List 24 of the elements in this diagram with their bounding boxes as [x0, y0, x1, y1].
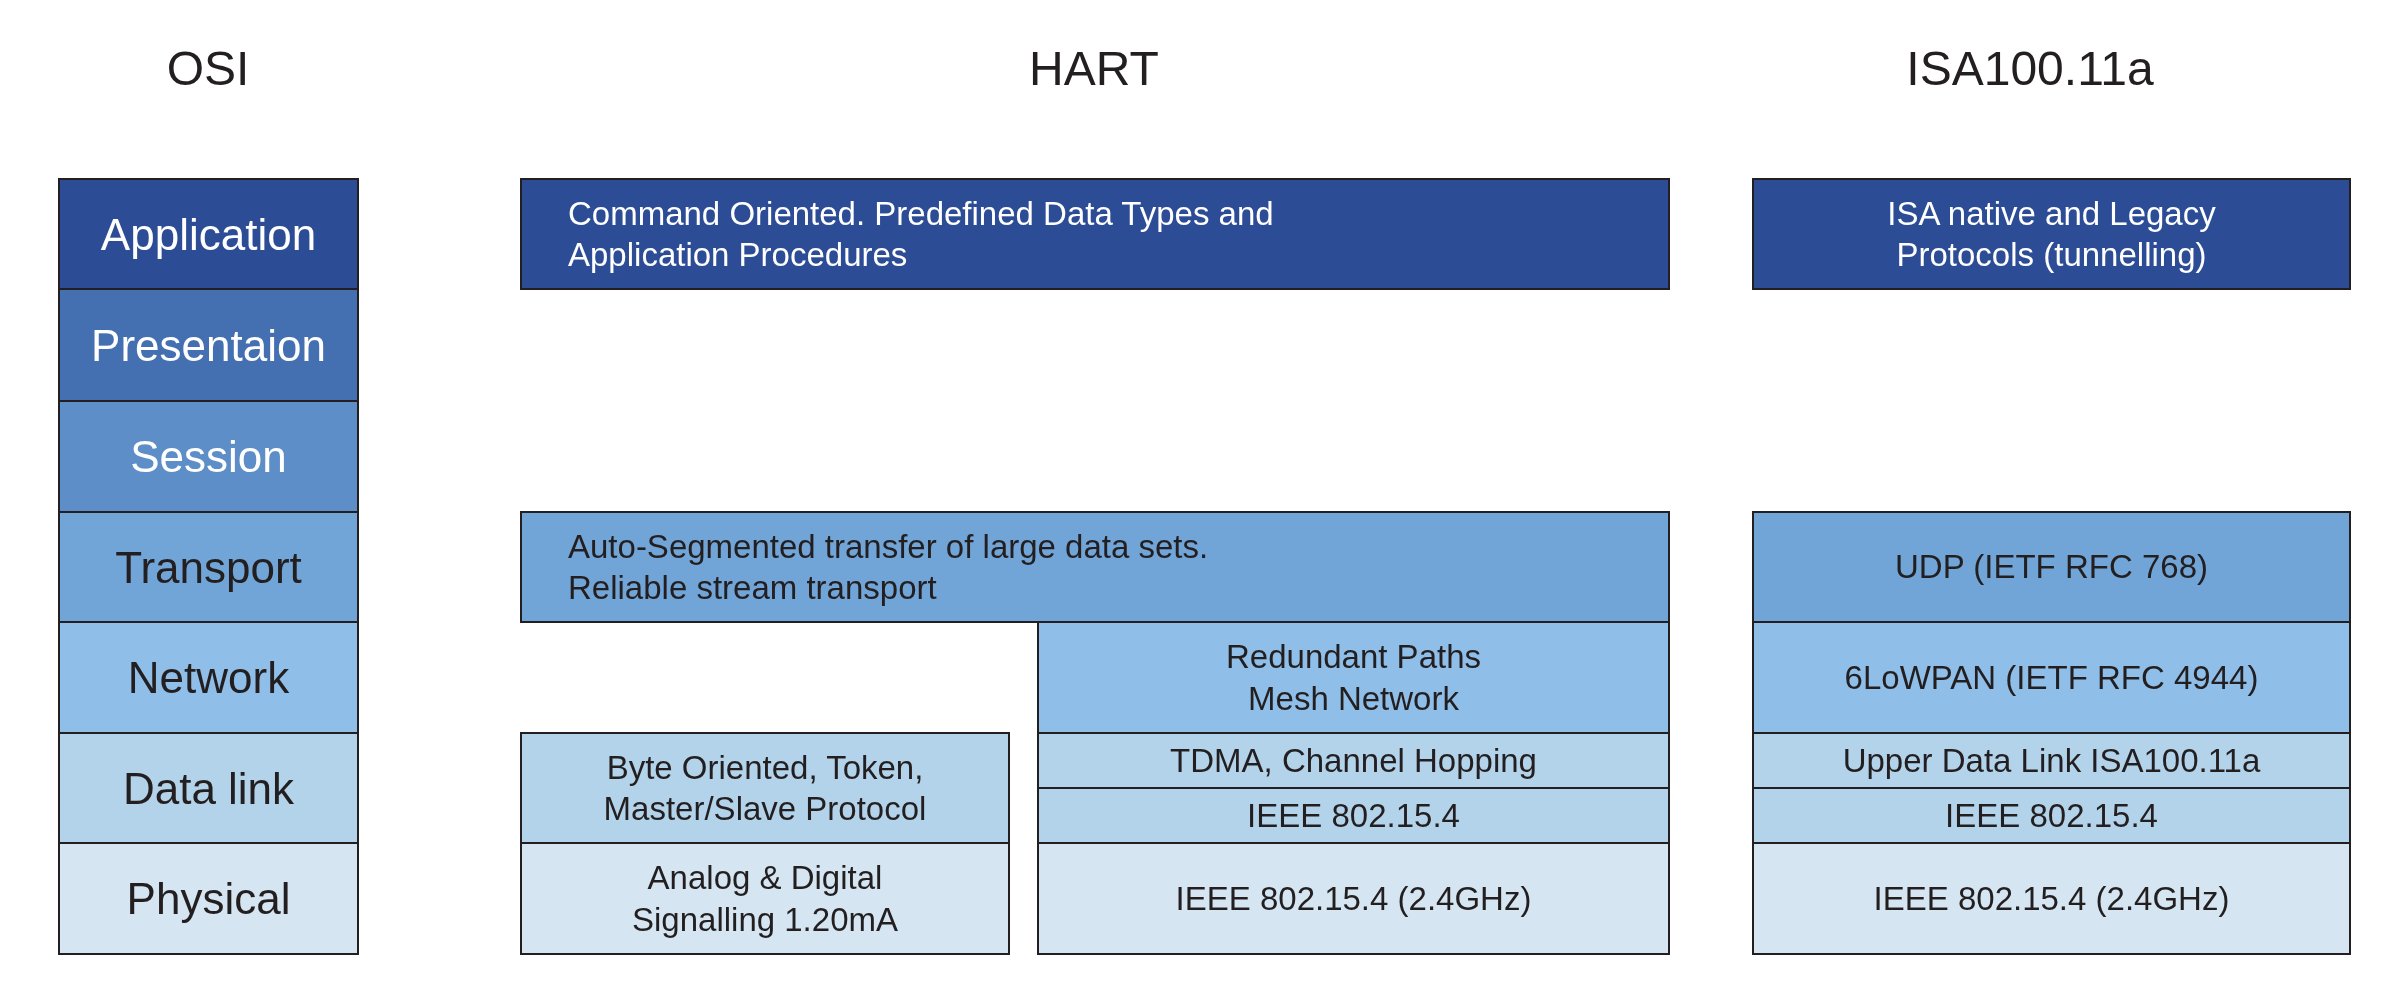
protocol-layer-box: TDMA, Channel Hopping: [1037, 732, 1670, 789]
protocol-layer-box: ISA native and Legacy Protocols (tunnelling): [1752, 178, 2351, 290]
protocol-layer-box: Byte Oriented, Token, Master/Slave Protocol: [520, 732, 1010, 844]
protocol-layer-box: 6LoWPAN (IETF RFC 4944): [1752, 621, 2351, 734]
protocol-layer-box: Analog & Digital Signalling 1.20mA: [520, 842, 1010, 955]
osi-layer-box: Network: [58, 621, 359, 734]
osi-layer-box: Application: [58, 178, 359, 290]
osi-layer-box: Transport: [58, 511, 359, 623]
protocol-layer-box: UDP (IETF RFC 768): [1752, 511, 2351, 623]
protocol-layer-box: IEEE 802.15.4: [1752, 787, 2351, 844]
osi-layer-box: Physical: [58, 842, 359, 955]
column-heading: HART: [1029, 41, 1159, 97]
protocol-layer-box: IEEE 802.15.4 (2.4GHz): [1752, 842, 2351, 955]
protocol-layer-box: Redundant Paths Mesh Network: [1037, 621, 1670, 734]
protocol-layer-box: IEEE 802.15.4: [1037, 787, 1670, 844]
column-heading: ISA100.11a: [1906, 41, 2154, 97]
column-heading: OSI: [166, 41, 250, 97]
protocol-layer-box: Command Oriented. Predefined Data Types and Application Procedures: [520, 178, 1670, 290]
osi-layer-box: Session: [58, 400, 359, 513]
protocol-layer-box: Auto-Segmented transfer of large data sets. Reliable stream transport: [520, 511, 1670, 623]
osi-layer-box: Presentaion: [58, 288, 359, 402]
protocol-layer-box: Upper Data Link ISA100.11a: [1752, 732, 2351, 789]
osi-layer-box: Data link: [58, 732, 359, 844]
protocol-layer-box: IEEE 802.15.4 (2.4GHz): [1037, 842, 1670, 955]
